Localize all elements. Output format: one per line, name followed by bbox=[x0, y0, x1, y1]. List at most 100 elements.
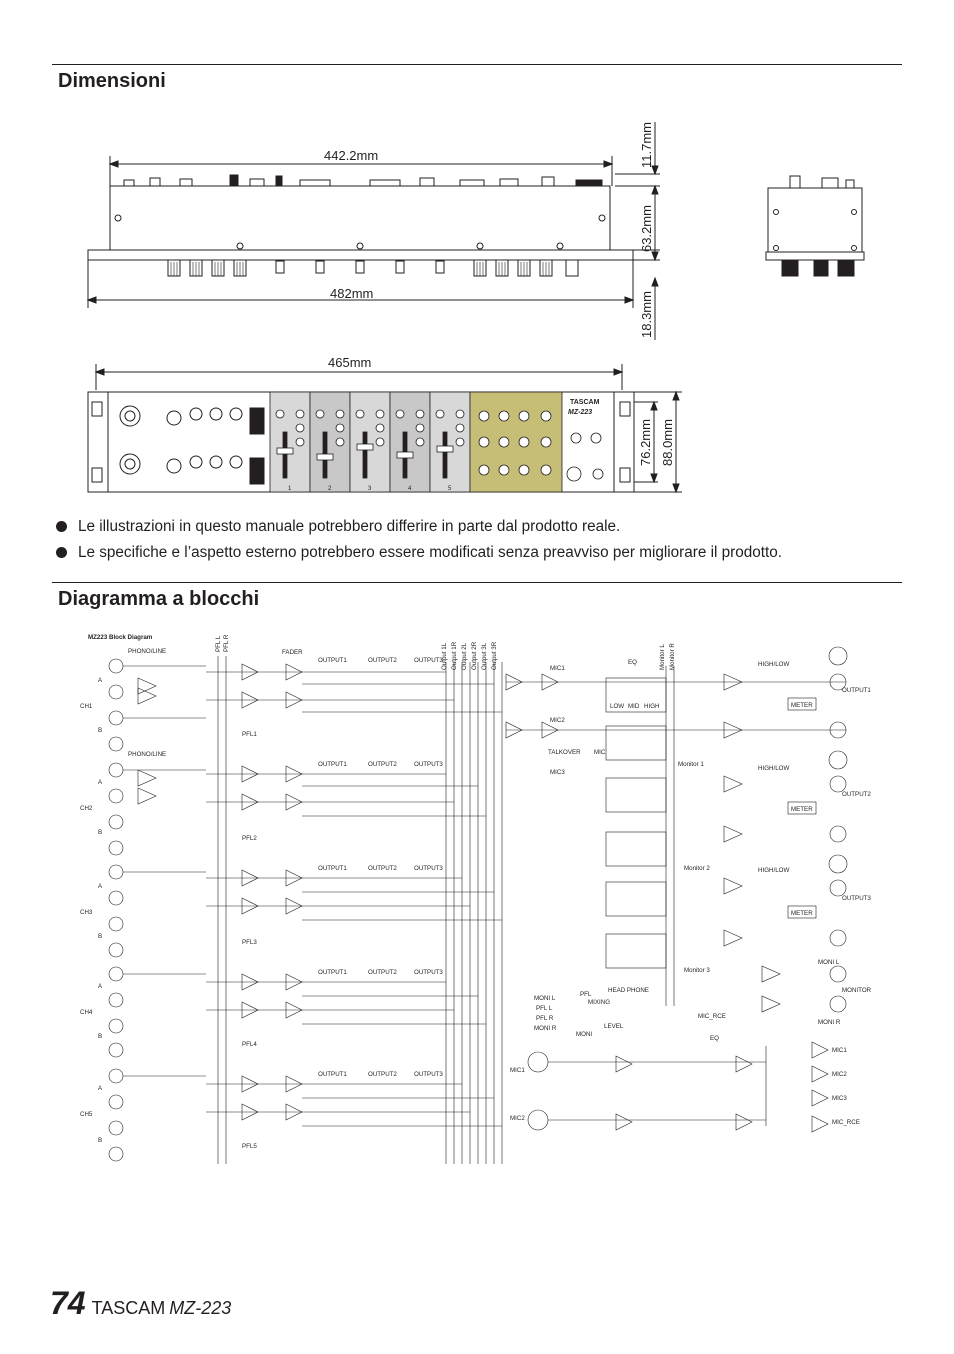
mic-input-label: MIC1 bbox=[510, 1067, 525, 1074]
eq-band-label: MID bbox=[628, 703, 640, 710]
meter-label: METER bbox=[791, 910, 813, 917]
dimensions-title: Dimensioni bbox=[58, 70, 166, 92]
dim-front-depth: 18.3mm bbox=[639, 291, 654, 338]
monitor-bus-label: Monitor R bbox=[669, 643, 676, 670]
talkover-label: TALKOVER bbox=[548, 749, 581, 756]
panel-channel-number: 3 bbox=[368, 486, 372, 492]
pfl-label: PFL5 bbox=[242, 1143, 257, 1150]
jack-a-label: A bbox=[98, 983, 103, 990]
footer-model: MZ-223 bbox=[169, 1298, 232, 1318]
dim-width-total: 482mm bbox=[330, 286, 373, 301]
bus-label: Output 3L bbox=[481, 642, 488, 670]
top-rule bbox=[52, 64, 902, 65]
pfl-label: PFL3 bbox=[242, 939, 257, 946]
panel-brand: TASCAM bbox=[570, 399, 600, 406]
output-label: OUTPUT1 bbox=[318, 1071, 347, 1078]
eq-label: EQ bbox=[710, 1035, 719, 1042]
front-panel-drawing: TASCAM MZ-223 1 2 3 4 5 465mm 76.2mm 88.… bbox=[87, 355, 682, 494]
jack-b-label: B bbox=[98, 727, 102, 734]
mic-out-label: MIC2 bbox=[832, 1071, 847, 1078]
channel-label: CH5 bbox=[80, 1111, 93, 1118]
dim-depth-top: 442.2mm bbox=[324, 148, 378, 163]
phono-line-label: PHONO/LINE bbox=[128, 648, 166, 655]
monitor-bus-label: Monitor L bbox=[659, 644, 666, 670]
notes-list: Le illustrazioni in questo manuale potre… bbox=[56, 514, 916, 566]
mic-input-label: MIC2 bbox=[510, 1115, 525, 1122]
bus-label: Output 3R bbox=[491, 641, 498, 670]
moni-label: MONI bbox=[576, 1031, 592, 1038]
mic-small-label: MIC2 bbox=[550, 717, 565, 724]
pfl-label: PFL1 bbox=[242, 731, 257, 738]
monitor-label: Monitor 2 bbox=[684, 865, 710, 872]
block-diagram: MZ223 Block Diagram PHONO/LINE PHONO/LIN… bbox=[80, 634, 872, 1164]
out-jack-label: OUTPUT1 bbox=[842, 687, 871, 694]
jack-a-label: A bbox=[98, 779, 103, 786]
dim-panel-inner-height: 76.2mm bbox=[638, 419, 653, 466]
output-label: OUTPUT3 bbox=[414, 865, 443, 872]
note-item: Le illustrazioni in questo manuale potre… bbox=[56, 514, 916, 540]
output-label: OUTPUT1 bbox=[318, 865, 347, 872]
meter-label: METER bbox=[791, 702, 813, 709]
dim-panel-height: 88.0mm bbox=[660, 419, 675, 466]
hp-input-label: PFL R bbox=[536, 1015, 554, 1022]
hp-input-label: MONI R bbox=[534, 1025, 557, 1032]
output-label: OUTPUT1 bbox=[318, 969, 347, 976]
jack-b-label: B bbox=[98, 1137, 102, 1144]
mon-r-label: MONI R bbox=[818, 1019, 841, 1026]
mic-small-label: MIC1 bbox=[550, 665, 565, 672]
eq-band-label: HIGH bbox=[644, 703, 659, 710]
phono-line-label: PHONO/LINE bbox=[128, 751, 166, 758]
output-label: OUTPUT2 bbox=[368, 761, 397, 768]
pfl-label: PFL2 bbox=[242, 835, 257, 842]
dim-body-depth: 63.2mm bbox=[639, 205, 654, 252]
pfl-r-label: PFL R bbox=[223, 634, 230, 652]
mic-small-label: MIC3 bbox=[550, 769, 565, 776]
panel-channel-number: 2 bbox=[328, 486, 332, 492]
jack-a-label: A bbox=[98, 883, 103, 890]
footer-brand: TASCAM bbox=[91, 1298, 166, 1318]
hp-input-label: PFL L bbox=[536, 1005, 553, 1012]
output-label: OUTPUT3 bbox=[414, 657, 443, 664]
dim-knob-height: 11.7mm bbox=[639, 122, 654, 168]
block-diagram-title: Diagramma a blocchi bbox=[58, 588, 260, 610]
output-label: OUTPUT2 bbox=[368, 969, 397, 976]
bus-label: Output 2R bbox=[471, 641, 478, 670]
monitor-out-label: MONITOR bbox=[842, 987, 872, 994]
mic-rce-label: MIC_RCE bbox=[698, 1013, 726, 1020]
channel-label: CH4 bbox=[80, 1009, 93, 1016]
jack-b-label: B bbox=[98, 829, 102, 836]
output-label: OUTPUT3 bbox=[414, 761, 443, 768]
jack-a-label: A bbox=[98, 1085, 103, 1092]
mic-out-label: MIC1 bbox=[832, 1047, 847, 1054]
output-label: OUTPUT2 bbox=[368, 1071, 397, 1078]
pfl-switch-label: PFL bbox=[580, 991, 592, 998]
mic-out-label: MIC3 bbox=[832, 1095, 847, 1102]
monitor-label: Monitor 1 bbox=[678, 761, 704, 768]
mic-label: MIC bbox=[594, 749, 606, 756]
section-rule bbox=[52, 582, 902, 583]
jack-a-label: A bbox=[98, 677, 103, 684]
eq-band-label: LOW bbox=[610, 703, 624, 710]
high-low-label: HIGH/LOW bbox=[758, 867, 789, 874]
out-jack-label: OUTPUT2 bbox=[842, 791, 871, 798]
channel-label: CH1 bbox=[80, 703, 93, 710]
output-label: OUTPUT1 bbox=[318, 761, 347, 768]
diagram-title: MZ223 Block Diagram bbox=[88, 634, 153, 641]
output-label: OUTPUT3 bbox=[414, 969, 443, 976]
channel-label: CH2 bbox=[80, 805, 93, 812]
mon-l-label: MONI L bbox=[818, 959, 840, 966]
pfl-l-label: PFL L bbox=[215, 635, 222, 652]
bus-label: Output 1R bbox=[451, 641, 458, 670]
bus-label: Output 1L bbox=[441, 642, 448, 670]
page-number: 74 bbox=[50, 1285, 86, 1321]
eq-label: EQ bbox=[628, 659, 637, 666]
panel-channel-number: 5 bbox=[448, 486, 452, 492]
output-label: OUTPUT2 bbox=[368, 657, 397, 664]
high-low-label: HIGH/LOW bbox=[758, 765, 789, 772]
out-jack-label: OUTPUT3 bbox=[842, 895, 871, 902]
jack-b-label: B bbox=[98, 933, 102, 940]
dim-width-face: 465mm bbox=[328, 355, 371, 370]
channel-label: CH3 bbox=[80, 909, 93, 916]
output-label: OUTPUT3 bbox=[414, 1071, 443, 1078]
